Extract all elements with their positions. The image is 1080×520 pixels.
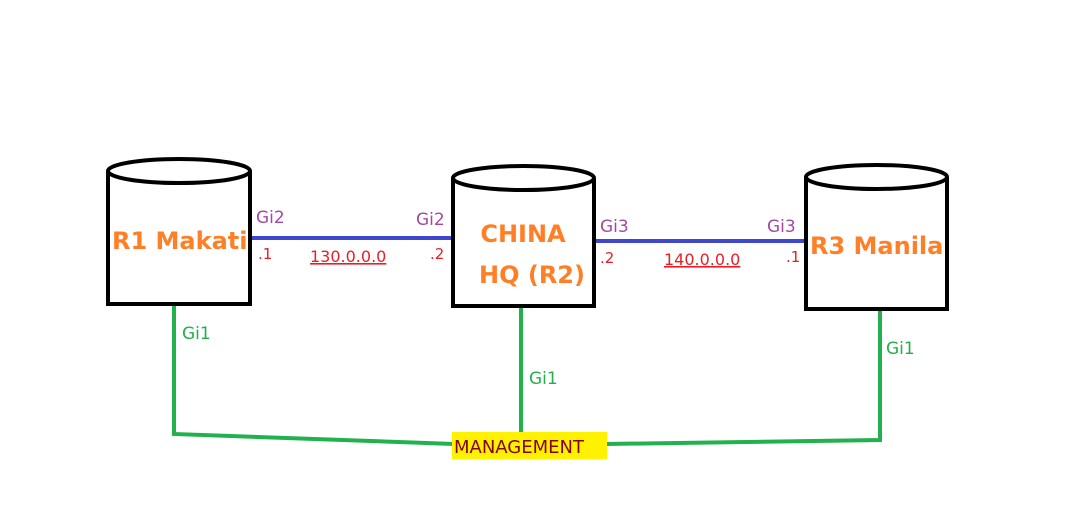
r2-gi2-iface-label: Gi2 xyxy=(416,210,445,230)
r2-gi1-iface-label: Gi1 xyxy=(529,369,558,389)
router-r1-body xyxy=(106,171,252,306)
serial-links xyxy=(248,236,806,243)
r3-gi3-iface-label: Gi3 xyxy=(767,217,796,237)
management-highlight xyxy=(452,432,607,459)
r3-host-label: .1 xyxy=(786,248,800,266)
network-140-label: 140.0.0.0 xyxy=(664,250,740,269)
management-network: MANAGEMENT xyxy=(452,432,607,459)
network-130-label: 130.0.0.0 xyxy=(310,247,386,266)
router-r2 xyxy=(451,164,596,308)
router-r1-top xyxy=(106,157,252,185)
r3-gi1-iface-label: Gi1 xyxy=(886,339,915,359)
r2-host-label-right: .2 xyxy=(600,249,614,267)
router-r3-top xyxy=(804,163,949,191)
management-label: MANAGEMENT xyxy=(454,437,585,458)
r1-gi2-iface-label: Gi2 xyxy=(256,208,285,228)
r1-mgmt-link xyxy=(172,302,455,446)
r2-host-label-left: .2 xyxy=(430,245,444,263)
r1-host-label: .1 xyxy=(258,245,272,263)
router-r3-body xyxy=(804,177,949,311)
router-r1 xyxy=(106,157,252,306)
router-r2-body xyxy=(451,178,596,308)
router-r2-top xyxy=(451,164,596,192)
r3-mgmt-link xyxy=(605,309,882,446)
router-r3-name: R3 Manila xyxy=(810,232,943,260)
router-r2-name-line2: HQ (R2) xyxy=(479,261,585,289)
r1-gi1-iface-label: Gi1 xyxy=(182,324,211,344)
r2-gi3-iface-label: Gi3 xyxy=(600,217,629,237)
router-r1-name: R1 Makati xyxy=(112,227,247,255)
management-links xyxy=(172,302,882,446)
router-r3 xyxy=(804,163,949,311)
router-r2-name-line1: CHINA xyxy=(480,220,566,248)
